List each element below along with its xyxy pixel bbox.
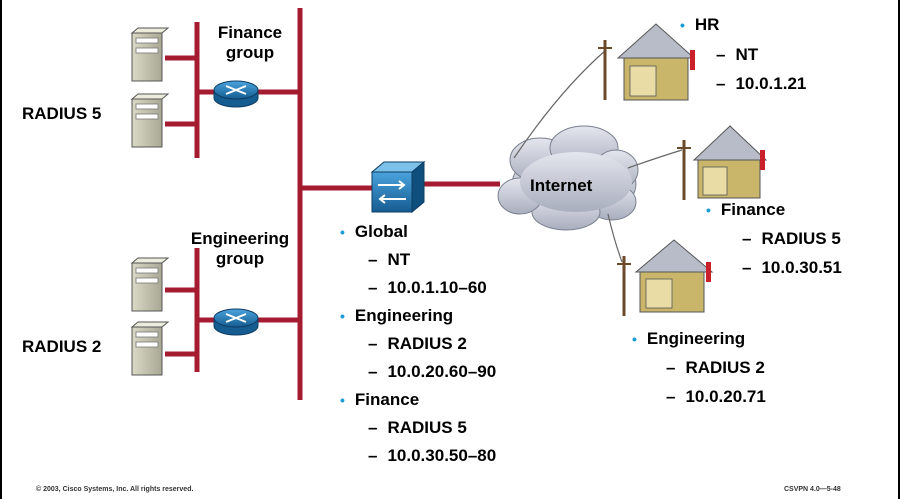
list-item: –NT <box>368 250 411 269</box>
list-item: –NT <box>716 45 759 64</box>
radius5-server-label: RADIUS 5 <box>22 104 102 123</box>
list-item: –10.0.20.60–90 <box>368 362 497 381</box>
course-code-footer: CSVPN 4.0—5-48 <box>784 486 841 493</box>
list-item: •HR <box>680 15 720 34</box>
router-icon <box>213 308 259 336</box>
engineering-group-label: Engineering group <box>190 229 290 268</box>
vpn-concentrator-icon <box>370 160 426 214</box>
server-icon <box>130 321 170 376</box>
list-item: –10.0.20.71 <box>666 387 766 406</box>
radius2-server-label: RADIUS 2 <box>22 337 102 356</box>
list-item: –RADIUS 5 <box>368 418 467 437</box>
router-icon <box>213 80 259 108</box>
list-item: –RADIUS 5 <box>742 229 841 248</box>
list-item: –10.0.30.50–80 <box>368 446 497 465</box>
list-item: –RADIUS 2 <box>368 334 467 353</box>
server-icon <box>130 93 170 148</box>
list-item: •Engineering <box>632 329 746 348</box>
slide-border-right <box>898 0 900 499</box>
server-icon <box>130 257 170 312</box>
list-item: –10.0.30.51 <box>742 258 842 277</box>
remote-home-icon <box>677 125 768 200</box>
remote-home-icon <box>598 23 696 101</box>
list-item: –10.0.1.10–60 <box>368 278 487 297</box>
finance-group-label: Finance group <box>217 23 283 62</box>
list-item: •Finance <box>706 200 786 219</box>
list-item: –10.0.1.21 <box>716 74 807 93</box>
internet-label: Internet <box>530 176 593 195</box>
slide-border-left <box>0 0 2 499</box>
server-icon <box>130 27 170 82</box>
remote-home-icon <box>617 239 714 316</box>
list-item: •Finance <box>340 390 420 409</box>
copyright-footer: © 2003, Cisco Systems, Inc. All rights r… <box>36 486 194 493</box>
dialup-links <box>513 49 683 263</box>
list-item: •Engineering <box>340 306 454 325</box>
list-item: –RADIUS 2 <box>666 358 765 377</box>
list-item: •Global <box>340 222 408 241</box>
internet-cloud-icon <box>497 125 639 231</box>
